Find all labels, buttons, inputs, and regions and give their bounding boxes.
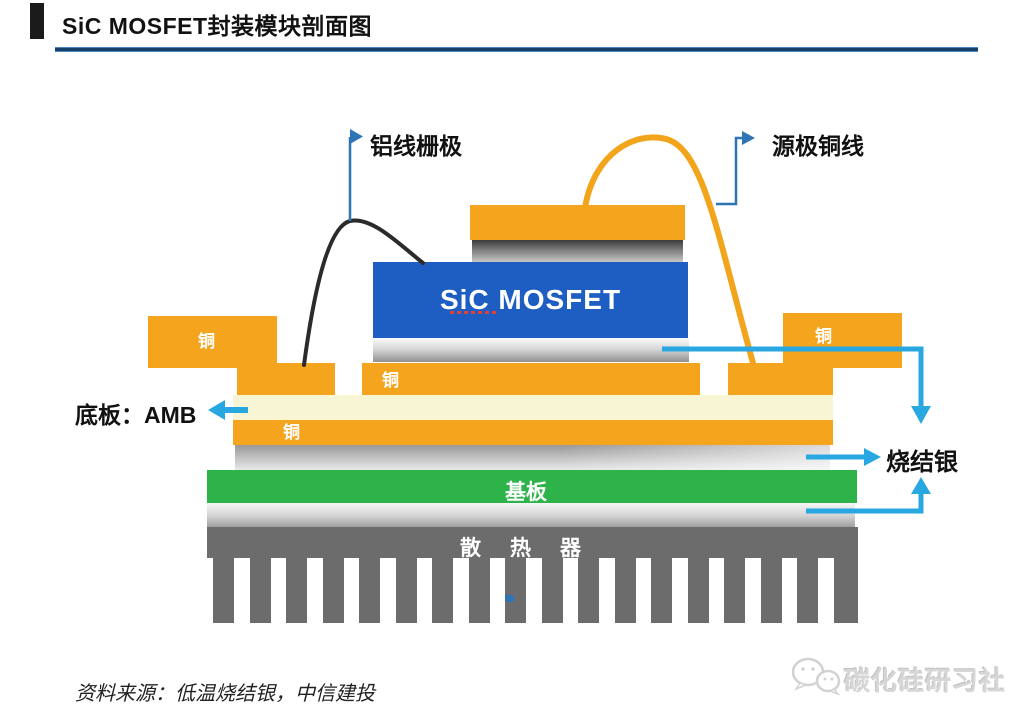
heatsink-fin (834, 558, 858, 623)
gate-wire-label: 铝线栅极 (370, 133, 462, 159)
heatsink-fin (250, 558, 271, 623)
heatsink-fin (396, 558, 417, 623)
watermark-logo: 碳化硅研习社 (788, 655, 1024, 703)
right-terminal-upper: 铜 (783, 313, 902, 368)
source-wire-label: 源极铜线 (772, 133, 864, 159)
right-terminal-lower (728, 363, 833, 395)
heatsink-fin (651, 558, 672, 623)
heatsink-fin (542, 558, 563, 623)
baseplate-label: 底板：AMB (75, 402, 197, 428)
copper-label-left-terminal: 铜 (198, 332, 215, 351)
left-terminal-upper: 铜 (148, 316, 277, 368)
spellcheck-underline (450, 311, 497, 314)
arrow-down-icon (911, 406, 931, 424)
heatsink-fin (578, 558, 599, 623)
heatsink-slab: 散热器 (207, 527, 858, 560)
heatsink-label: 散热器 (460, 537, 610, 560)
gate-label-arrowhead-icon (350, 129, 363, 144)
top-copper-block (470, 205, 685, 240)
heatsink-fin (615, 558, 636, 623)
copper-label-upper-layer: 铜 (382, 371, 399, 390)
wechat-bubbles-icon (791, 657, 841, 696)
source-attribution: 资料来源：低温烧结银，中信建投 (75, 683, 375, 705)
heatsink-fin (432, 558, 453, 623)
heatsink-fin (286, 558, 307, 623)
title-underline (55, 47, 978, 52)
copper-label-lower-layer: 铜 (283, 423, 300, 442)
figure-title: SiC MOSFET封装模块剖面图 (62, 13, 373, 39)
source-label-connector (716, 136, 742, 206)
substrate-layer: 基板 (207, 470, 857, 504)
heatsink-fin (761, 558, 782, 623)
upper-copper-layer: 铜 (362, 363, 700, 395)
arrow-right-icon (864, 448, 881, 466)
die-attach-layer (472, 240, 683, 262)
sic-mosfet-die: SiC MOSFET (373, 262, 688, 338)
copper-label-right-terminal: 铜 (815, 327, 832, 346)
heatsink-fin (469, 558, 490, 623)
heatsink-fin (797, 558, 818, 623)
heatsink-top-band (207, 503, 855, 527)
arrow-left-icon (208, 400, 225, 420)
source-label-arrowhead-icon (742, 131, 755, 145)
arrow-up-icon (911, 477, 931, 494)
heatsink-fin (213, 558, 234, 623)
substrate-label: 基板 (505, 481, 547, 504)
solder-layer (235, 445, 830, 470)
amb-ceramic-layer (233, 395, 833, 420)
watermark-text: 碳化硅研习社 (844, 666, 1007, 696)
title-accent-bar (30, 3, 44, 39)
cursor-artifact-dot (505, 595, 514, 602)
heatsink-fin (505, 558, 526, 623)
left-terminal-lower (237, 363, 335, 395)
heatsink-fin (323, 558, 344, 623)
die-solder-layer (373, 338, 689, 362)
heatsink-fin (359, 558, 380, 623)
sintered-silver-label: 烧结银 (886, 449, 958, 476)
lower-copper-layer: 铜 (233, 420, 833, 445)
heatsink-fin (688, 558, 709, 623)
heatsink-fin (724, 558, 745, 623)
